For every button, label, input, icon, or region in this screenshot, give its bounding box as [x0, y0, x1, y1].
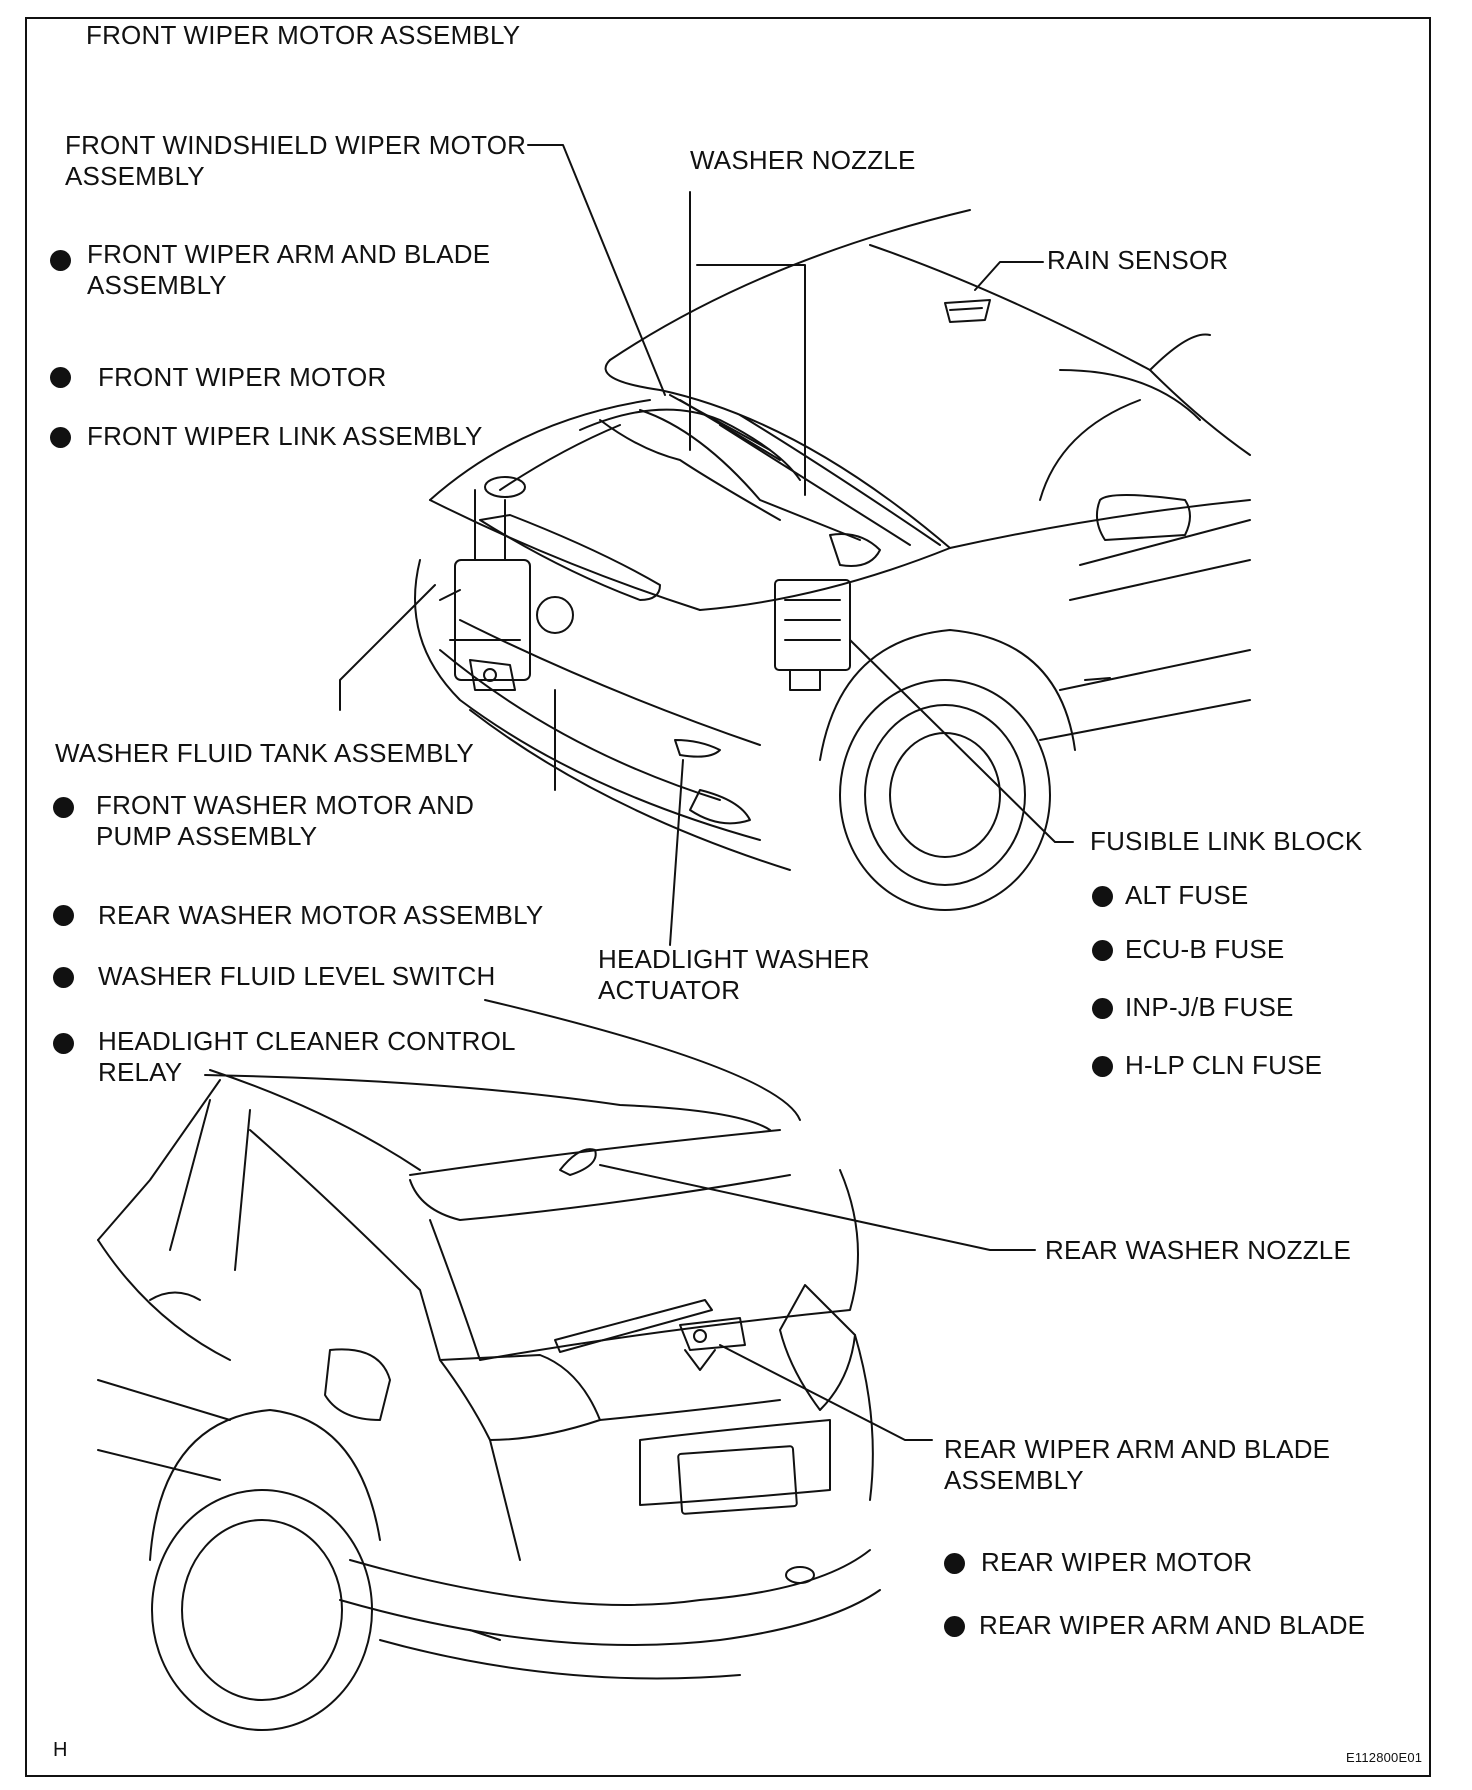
- list-item: INP-J/B FUSE: [1125, 992, 1294, 1022]
- bullet-icon: [1092, 998, 1113, 1019]
- bullet-icon: [1092, 1056, 1113, 1077]
- list-item: FRONT WIPER ARM AND BLADE: [87, 239, 491, 269]
- callout-line: ASSEMBLY: [944, 1465, 1084, 1495]
- list-item: ECU-B FUSE: [1125, 934, 1285, 964]
- callout-line: FRONT WINDSHIELD WIPER MOTOR: [65, 130, 527, 160]
- list-item: WASHER FLUID LEVEL SWITCH: [98, 961, 496, 991]
- bullet-icon: [1092, 886, 1113, 907]
- bullet-icon: [53, 905, 74, 926]
- list-item: FRONT WASHER MOTOR AND: [96, 790, 475, 820]
- list-item: REAR WIPER MOTOR: [981, 1547, 1253, 1577]
- bullet-icon: [50, 250, 71, 271]
- callout-rear-washer-nozzle: REAR WASHER NOZZLE: [1045, 1235, 1352, 1265]
- bullet-icon: [50, 427, 71, 448]
- bullet-icon: [53, 967, 74, 988]
- callout-washer-fluid-tank: WASHER FLUID TANK ASSEMBLY: [55, 738, 474, 768]
- list-item: H-LP CLN FUSE: [1125, 1050, 1323, 1080]
- callout-line: REAR WIPER ARM AND BLADE: [944, 1434, 1331, 1464]
- leader-lines: [339, 144, 1074, 1441]
- callout-washer-nozzle: WASHER NOZZLE: [690, 145, 916, 175]
- list-item: REAR WASHER MOTOR ASSEMBLY: [98, 900, 544, 930]
- bullet-icon: [1092, 940, 1113, 961]
- rear-vehicle-drawing: [97, 1069, 881, 1731]
- bullet-icon: [944, 1616, 965, 1637]
- callout-fusible-link-block: FUSIBLE LINK BLOCK: [1090, 826, 1363, 856]
- bullet-icon: [53, 797, 74, 818]
- list-item: FRONT WIPER MOTOR: [98, 362, 387, 392]
- list-item: FRONT WIPER LINK ASSEMBLY: [87, 421, 483, 451]
- list-item: ALT FUSE: [1125, 880, 1249, 910]
- front-vehicle-drawing: [414, 209, 1251, 911]
- diagram-frame: [25, 17, 1431, 1777]
- corner-letter: H: [53, 1739, 68, 1761]
- list-item: ASSEMBLY: [87, 270, 227, 300]
- bullet-icon: [53, 1033, 74, 1054]
- callout-rain-sensor: RAIN SENSOR: [1047, 245, 1229, 275]
- list-item: PUMP ASSEMBLY: [96, 821, 318, 851]
- callout-line: HEADLIGHT WASHER: [598, 944, 870, 974]
- diagram-title: FRONT WIPER MOTOR ASSEMBLY: [86, 20, 521, 50]
- figure-code: E112800E01: [1346, 1750, 1423, 1765]
- callout-line: ACTUATOR: [598, 975, 741, 1005]
- callout-line: ASSEMBLY: [65, 161, 205, 191]
- list-item: RELAY: [98, 1057, 183, 1087]
- list-item: HEADLIGHT CLEANER CONTROL: [98, 1026, 516, 1056]
- bullet-icon: [944, 1553, 965, 1574]
- bullet-icon: [50, 367, 71, 388]
- list-item: REAR WIPER ARM AND BLADE: [979, 1610, 1366, 1640]
